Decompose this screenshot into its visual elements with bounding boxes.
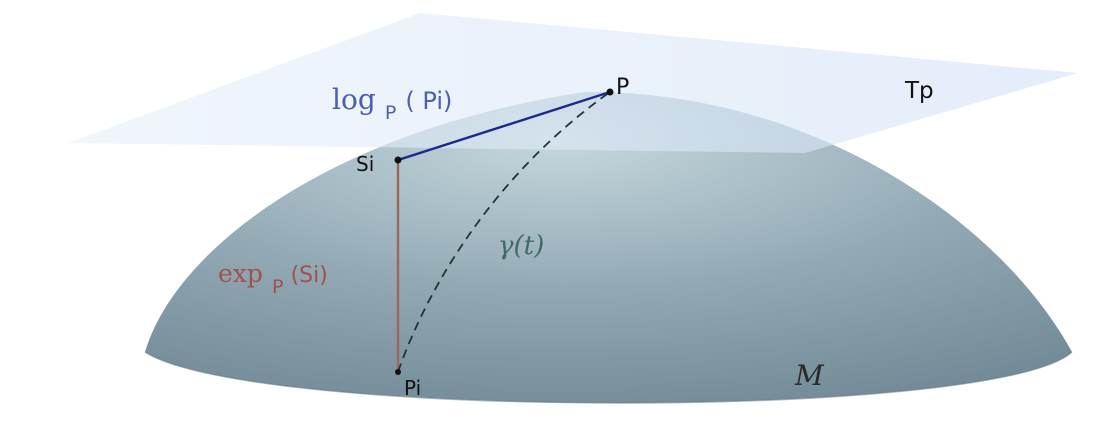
log-map-argument: ( Pi) [405, 87, 452, 115]
exp-map-subscript: P [272, 276, 283, 298]
geodesic-curve [397, 91, 611, 373]
manifold-base-rim [144, 351, 1073, 404]
tangent-plane-label: Tp [904, 78, 934, 104]
point-p-marker [606, 88, 614, 96]
point-si-label: Si [356, 152, 374, 176]
log-map-fn: log [332, 83, 376, 116]
geodesic-label: γ(t) [498, 231, 544, 261]
log-map-segment [397, 90, 611, 162]
log-map-label: log P ( Pi) [332, 83, 452, 124]
tangent-plane [68, 13, 1078, 153]
manifold-label: M [794, 359, 825, 392]
exp-map-argument: (Si) [291, 263, 328, 288]
point-pi-marker [395, 369, 401, 375]
manifold-surface [145, 91, 1072, 403]
point-si-marker [394, 156, 402, 164]
exp-map-label: exp P (Si) [218, 259, 328, 298]
exp-map-fn: exp [218, 259, 263, 288]
log-map-subscript: P [385, 102, 396, 124]
point-pi-label: Pi [404, 376, 421, 400]
point-p-label: P [616, 75, 629, 100]
